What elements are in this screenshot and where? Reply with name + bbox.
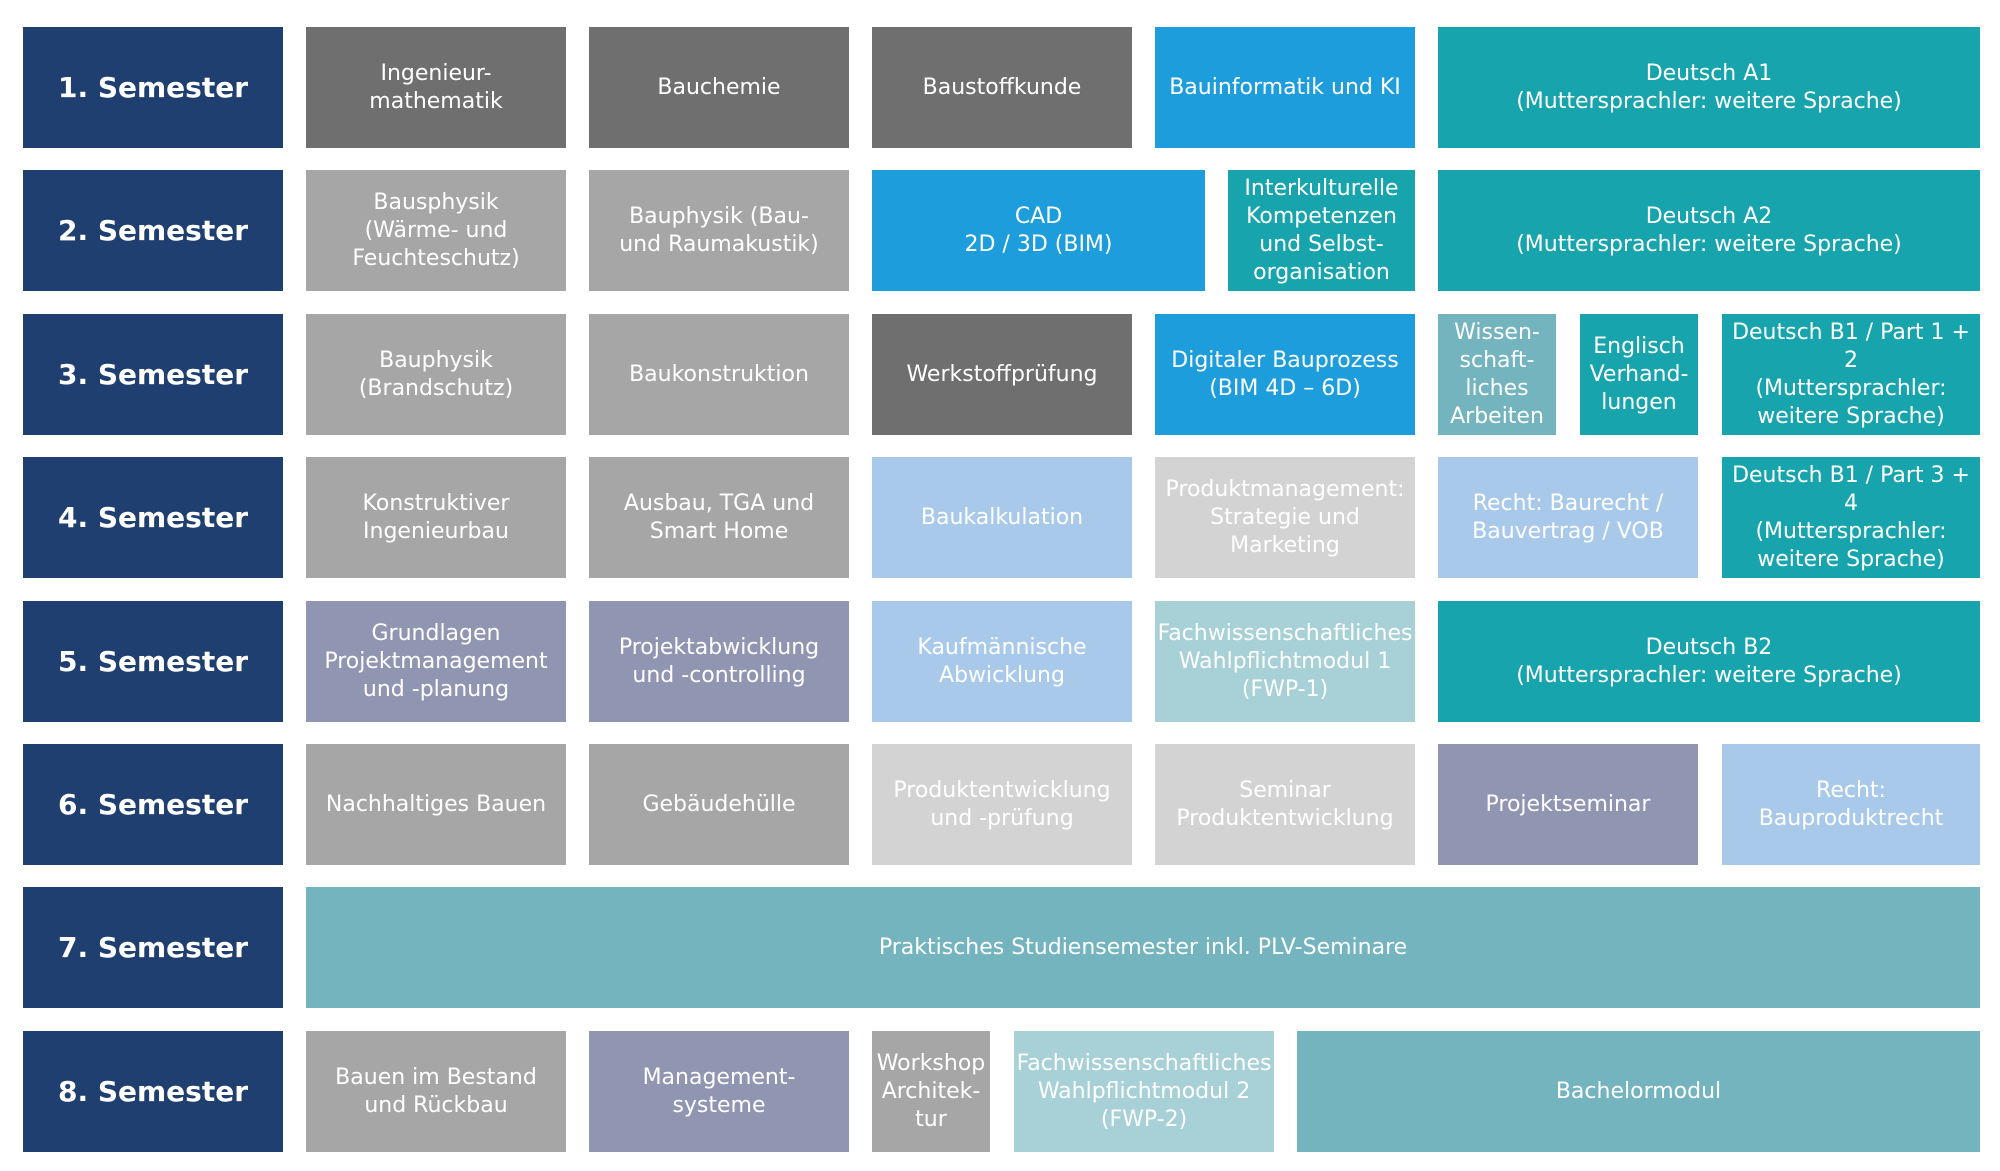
module-bauen-im-bestand: Bauen im Bestand und Rückbau (306, 1031, 566, 1152)
module-recht-bauproduktrecht: Recht: Bauproduktrecht (1722, 744, 1980, 865)
module-nachhaltiges-bauen: Nachhaltiges Bauen (306, 744, 566, 865)
module-deutsch-b1-part34: Deutsch B1 / Part 3 + 4 (Muttersprachler… (1722, 457, 1980, 578)
module-projektseminar: Projektseminar (1438, 744, 1698, 865)
semester-label-2: 2. Semester (23, 170, 283, 291)
module-produktentwicklung: Produktentwicklung und -prüfung (872, 744, 1132, 865)
module-bauinformatik-ki: Bauinformatik und KI (1155, 27, 1415, 148)
module-deutsch-b1-part12: Deutsch B1 / Part 1 + 2 (Muttersprachler… (1722, 314, 1980, 435)
module-produktmanagement: Produktmanagement: Strategie und Marketi… (1155, 457, 1415, 578)
semester-label-3: 3. Semester (23, 314, 283, 435)
module-bauphysik-waerme: Bausphysik (Wärme- und Feuchteschutz) (306, 170, 566, 291)
semester-label-5: 5. Semester (23, 601, 283, 722)
semester-label-8: 8. Semester (23, 1031, 283, 1152)
module-baukonstruktion: Baukonstruktion (589, 314, 849, 435)
module-projektabwicklung: Projektabwicklung und -controlling (589, 601, 849, 722)
module-fwp-2: Fachwissenschaftliches Wahlpflichtmodul … (1014, 1031, 1274, 1152)
module-bachelormodul: Bachelormodul (1297, 1031, 1980, 1152)
module-interkulturelle-kompetenzen: Interkulturelle Kompetenzen und Selbst- … (1228, 170, 1415, 291)
module-bauphysik-brandschutz: Bauphysik (Brandschutz) (306, 314, 566, 435)
semester-label-7: 7. Semester (23, 887, 283, 1008)
module-englisch-verhandlungen: Englisch Verhand- lungen (1580, 314, 1698, 435)
module-gebaeudehuelle: Gebäudehülle (589, 744, 849, 865)
semester-label-1: 1. Semester (23, 27, 283, 148)
module-deutsch-a1: Deutsch A1 (Muttersprachler: weitere Spr… (1438, 27, 1980, 148)
module-baukalkulation: Baukalkulation (872, 457, 1132, 578)
module-recht-baurecht: Recht: Baurecht / Bauvertrag / VOB (1438, 457, 1698, 578)
module-managementsysteme: Management- systeme (589, 1031, 849, 1152)
module-baustoffkunde: Baustoffkunde (872, 27, 1132, 148)
module-wissenschaftliches-arbeiten: Wissen- schaft- liches Arbeiten (1438, 314, 1556, 435)
module-cad: CAD 2D / 3D (BIM) (872, 170, 1205, 291)
module-deutsch-b2: Deutsch B2 (Muttersprachler: weitere Spr… (1438, 601, 1980, 722)
module-seminar-produktentwicklung: Seminar Produktentwicklung (1155, 744, 1415, 865)
module-werkstoffpruefung: Werkstoffprüfung (872, 314, 1132, 435)
module-ausbau-tga: Ausbau, TGA und Smart Home (589, 457, 849, 578)
module-workshop-architektur: Workshop Architek- tur (872, 1031, 990, 1152)
module-bauphysik-akustik: Bauphysik (Bau- und Raumakustik) (589, 170, 849, 291)
module-grundlagen-projektmanagement: Grundlagen Projektmanagement und -planun… (306, 601, 566, 722)
module-digitaler-bauprozess: Digitaler Bauprozess (BIM 4D – 6D) (1155, 314, 1415, 435)
module-kaufmaennische-abwicklung: Kaufmännische Abwicklung (872, 601, 1132, 722)
module-bauchemie: Bauchemie (589, 27, 849, 148)
module-fwp-1: Fachwissenschaftliches Wahlpflichtmodul … (1155, 601, 1415, 722)
semester-label-4: 4. Semester (23, 457, 283, 578)
module-deutsch-a2: Deutsch A2 (Muttersprachler: weitere Spr… (1438, 170, 1980, 291)
module-ingenieurmathematik: Ingenieur- mathematik (306, 27, 566, 148)
semester-label-6: 6. Semester (23, 744, 283, 865)
module-praktisches-studiensemester: Praktisches Studiensemester inkl. PLV-Se… (306, 887, 1980, 1008)
module-konstruktiver-ingenieurbau: Konstruktiver Ingenieurbau (306, 457, 566, 578)
